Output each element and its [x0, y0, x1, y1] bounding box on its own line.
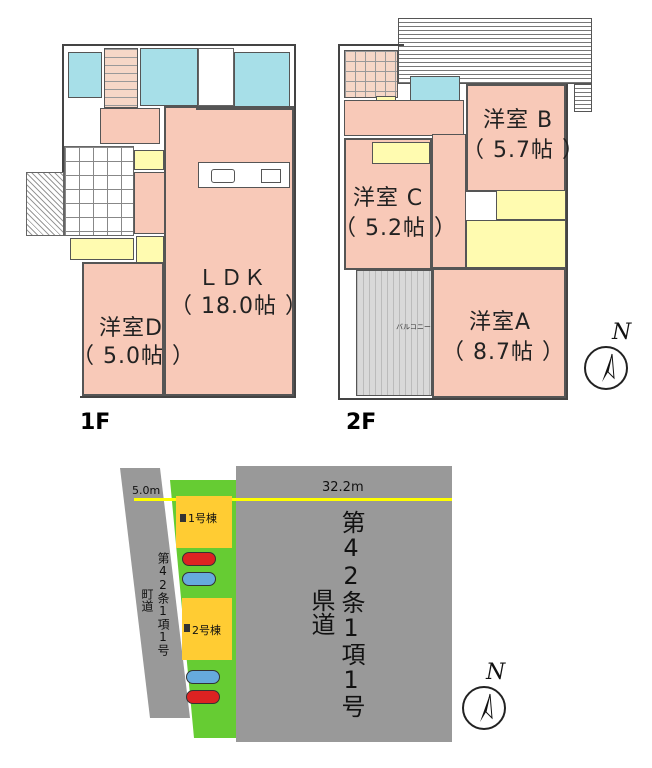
room-d-name: 洋室D — [99, 316, 163, 341]
town-road-number: 第42条1項1号 — [156, 552, 170, 656]
floor-label-2f: 2F — [346, 410, 377, 435]
prefectural-road — [236, 466, 452, 742]
compass-n-label: N — [486, 660, 506, 685]
room-c-name: 洋室 C — [352, 186, 424, 211]
bathroom-1f — [234, 52, 290, 108]
washroom-1f — [140, 48, 198, 106]
floor-label-1f: 1F — [80, 410, 111, 435]
ldk-size: （ 18.0帖 ） — [170, 294, 308, 319]
roof-top — [398, 18, 592, 84]
pref-road-number: 第42条1項1号 — [337, 510, 365, 718]
balcony-label: バルコニー — [396, 323, 431, 331]
closet-b — [496, 190, 566, 220]
roof-edge — [574, 84, 592, 112]
room-ldk — [164, 106, 294, 396]
toilet-1f — [68, 52, 102, 98]
entrance-marker-icon — [180, 514, 186, 522]
wall — [62, 44, 64, 174]
wall — [294, 44, 296, 398]
wall — [62, 44, 296, 46]
room-b-name: 洋室 B — [482, 108, 554, 133]
compass-n-label: N — [612, 320, 632, 345]
stair-2f — [344, 50, 398, 98]
corridor-2f — [432, 134, 466, 268]
kitchen-counter — [198, 162, 290, 188]
hall-1f — [100, 108, 160, 144]
entrance-1f — [64, 146, 134, 236]
car-icon — [186, 670, 220, 684]
compass-icon — [462, 686, 506, 730]
road-width-label: 5.0m — [132, 484, 161, 497]
lot-2 — [182, 598, 232, 660]
lot-2-label: 2号棟 — [192, 624, 221, 637]
closet-1f — [134, 150, 164, 170]
wall — [338, 44, 340, 400]
ldk-name: ＬＤＫ — [197, 266, 267, 291]
stair-1f — [104, 48, 138, 108]
town-road — [120, 468, 190, 718]
closet-c — [372, 142, 430, 164]
room-a — [432, 268, 566, 398]
room-d — [82, 262, 164, 396]
shoe-closet — [70, 238, 134, 260]
wall — [338, 44, 404, 46]
compass-icon — [584, 346, 628, 390]
stove-icon — [261, 169, 281, 183]
room-a-size: （ 8.7帖 ） — [442, 340, 565, 365]
room-d-size: （ 5.0帖 ） — [72, 344, 195, 369]
porch — [26, 172, 64, 236]
lot-1 — [176, 496, 232, 548]
walk-in-closet — [466, 220, 566, 268]
frontage-label: 32.2m — [322, 480, 364, 495]
car-icon — [186, 690, 220, 704]
room-a-name: 洋室A — [468, 310, 532, 335]
entrance-marker-icon — [184, 624, 190, 632]
wall — [338, 398, 568, 400]
room-c-size: （ 5.2帖 ） — [334, 216, 457, 241]
corridor-1f — [134, 172, 166, 234]
car-icon — [182, 552, 216, 566]
road-line — [236, 498, 452, 501]
sink-icon — [211, 169, 235, 183]
wall — [566, 84, 568, 400]
hall-2f — [344, 100, 464, 136]
pref-road-name: 県道 — [307, 588, 335, 636]
car-icon — [182, 572, 216, 586]
room-b-size: （ 5.7帖 ） — [462, 138, 585, 163]
lot-1-label: 1号棟 — [188, 512, 217, 525]
wall — [80, 396, 296, 398]
wall — [196, 108, 292, 110]
balcony — [356, 270, 432, 396]
sink-area — [198, 48, 234, 106]
town-road-name: 町道 — [140, 588, 154, 612]
